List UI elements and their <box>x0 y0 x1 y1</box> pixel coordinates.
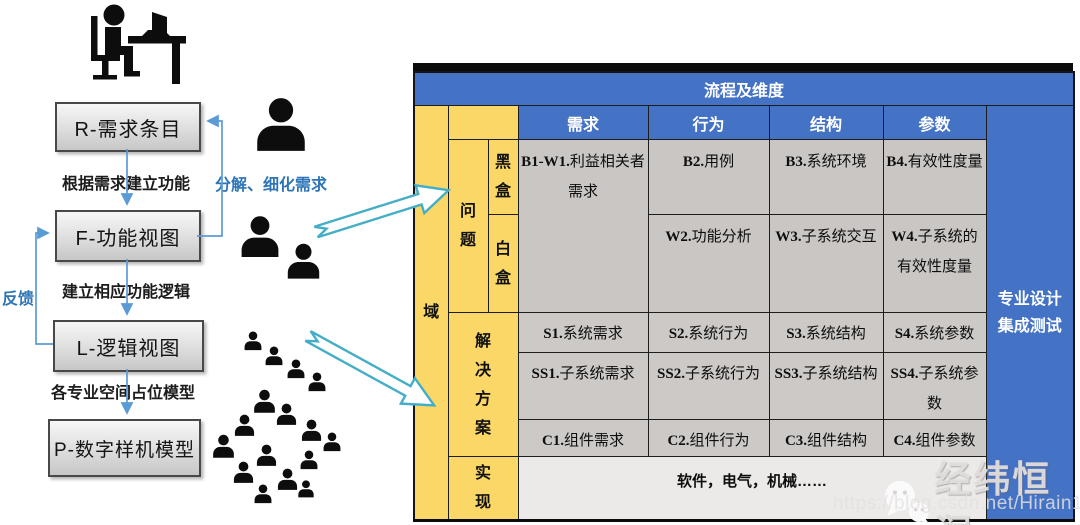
person-icon <box>323 432 341 452</box>
matrix-cell-s1: S1.系统需求 <box>517 312 649 353</box>
row-group-white-box: 白盒 <box>487 214 519 313</box>
person-icon <box>256 444 277 466</box>
matrix-cell-s2: S2.系统行为 <box>647 312 770 353</box>
process-dimension-table: 流程及维度 域 需求 行为 结构 参数 专业设计 集成测试 问题 黑盒 B1-W… <box>413 63 1076 522</box>
matrix-cell-b1w1: B1-W1.利益相关者需求 <box>517 139 649 313</box>
matrix-cell-b2: B2.用例 <box>647 139 770 215</box>
matrix-cell-w3: W3.子系统交互 <box>768 214 884 313</box>
person-icon <box>257 98 305 151</box>
flow-box-function-view: F-功能视图 <box>55 210 201 262</box>
matrix-cell-w4: W4.子系统的有效性度量 <box>882 214 987 313</box>
person-icon <box>300 450 318 470</box>
flow-box-digital-mockup: P-数字样机模型 <box>48 419 201 477</box>
watermark-url: https://blog.csdn.net/Hirain1234 <box>833 493 1080 514</box>
row-group-solution: 解决方案 <box>447 312 519 457</box>
matrix-cell-c4: C4.组件参数 <box>882 419 987 457</box>
col-header-structure: 结构 <box>768 105 884 140</box>
person-icon <box>233 461 254 483</box>
flow-box-logic-view: L-逻辑视图 <box>53 320 204 372</box>
row-group-domain: 域 <box>413 105 449 521</box>
person-icon <box>287 359 305 379</box>
matrix-cell-c3: C3.组件结构 <box>768 419 884 457</box>
col-header-requirements: 需求 <box>517 105 649 140</box>
person-icon <box>254 484 272 504</box>
flow-box-label: L-逻辑视图 <box>76 337 181 360</box>
watermark-brand: 经纬恒润 <box>934 459 1052 525</box>
person-icon <box>213 434 234 458</box>
matrix-cell-s3: S3.系统结构 <box>768 312 884 353</box>
matrix-cell-ss3: SS3.子系统结构 <box>768 352 884 420</box>
matrix-cell-s4: S4.系统参数 <box>882 312 987 353</box>
edge-label-build-logic: 建立相应功能逻辑 <box>61 284 190 301</box>
person-icon <box>265 346 283 366</box>
row-group-problem: 问题 <box>447 139 489 313</box>
watermark: 经纬恒润 <box>880 449 1080 525</box>
right-col-design-integration: 专业设计 集成测试 <box>985 105 1075 521</box>
edge-label-build-function: 根据需求建立功能 <box>61 176 190 193</box>
matrix-cell-ss1: SS1.子系统需求 <box>517 352 649 420</box>
corner-cell-empty <box>447 105 519 140</box>
flow-box-label: R-需求条目 <box>74 118 182 141</box>
row-group-black-box: 黑盒 <box>487 139 519 215</box>
person-icon <box>287 243 320 279</box>
person-icon <box>241 216 279 257</box>
matrix-cell-ss2: SS2.子系统行为 <box>647 352 770 420</box>
matrix-cell-w2: W2.功能分析 <box>647 214 770 313</box>
person-icon <box>244 331 262 351</box>
matrix-cell-b4: B4.有效性度量 <box>882 139 987 215</box>
matrix-cell-c2: C2.组件行为 <box>647 419 770 457</box>
matrix-cell-c1: C1.组件需求 <box>517 419 649 457</box>
matrix-cell-ss4: SS4.子系统参数 <box>882 352 987 420</box>
table-title: 流程及维度 <box>413 71 1075 106</box>
col-header-parameters: 参数 <box>882 105 987 140</box>
flow-box-requirements: R-需求条目 <box>55 102 201 152</box>
person-at-desk-icon <box>91 4 186 84</box>
table-top-bar <box>413 63 1073 71</box>
col-header-behavior: 行为 <box>647 105 770 140</box>
person-icon <box>308 372 326 392</box>
flow-box-label: P-数字样机模型 <box>53 439 195 461</box>
person-icon <box>298 480 314 498</box>
matrix-cell-b3: B3.系统环境 <box>768 139 884 215</box>
decompose-refine-label: 分解、细化需求 <box>215 177 328 194</box>
edge-label-placeholder-model: 各专业空间占位模型 <box>50 385 195 402</box>
person-icon <box>276 403 297 425</box>
flow-box-label: F-功能视图 <box>75 227 181 250</box>
row-group-implementation: 实现 <box>447 456 519 521</box>
wechat-icon <box>884 480 930 525</box>
feedback-label: 反馈 <box>2 291 35 308</box>
